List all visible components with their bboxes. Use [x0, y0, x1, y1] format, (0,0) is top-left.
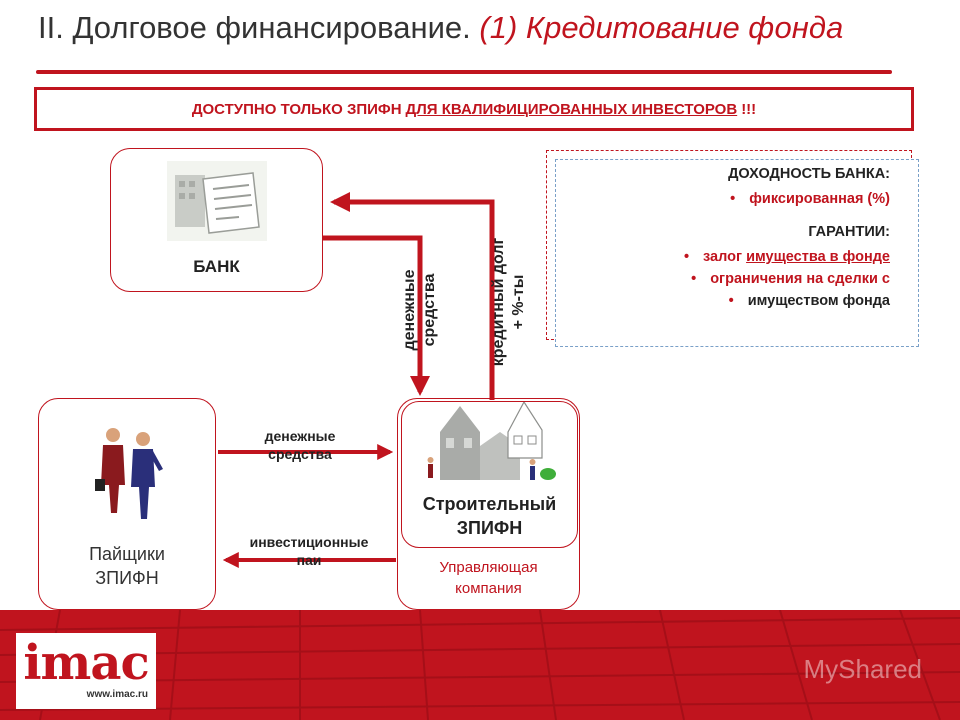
guarantee-item-1-prefix: залог	[703, 249, 747, 265]
guarantee-item-2-cont: имуществом фонда	[570, 290, 890, 312]
buildings-icon	[427, 402, 556, 480]
terms-text: ДОХОДНОСТЬ БАНКА: фиксированная (%) ГАРА…	[570, 166, 890, 312]
income-heading: ДОХОДНОСТЬ БАНКА:	[728, 166, 890, 182]
investors-to-fund-line2: средства	[268, 446, 332, 462]
fund-to-bank-line2: + %-ты	[510, 274, 527, 330]
arrow-bank-to-fund	[322, 235, 430, 396]
guarantee-item-2-line1: ограничения на сделки с	[710, 271, 890, 287]
management-label-line1: Управляющая	[439, 559, 538, 576]
logo-text: imac	[23, 635, 149, 691]
bank-to-fund-line2: средства	[421, 273, 438, 347]
management-label-line2: компания	[455, 580, 522, 597]
bank-document-icon	[167, 161, 267, 241]
fund-label-line2: ЗПИФН	[456, 518, 523, 538]
guarantee-item-1-underlined: имущества в фонде	[746, 249, 890, 265]
arrow-fund-to-bank	[330, 192, 495, 400]
fund-to-bank-label: кредитный долг + %-ты	[489, 217, 529, 387]
guarantee-heading: ГАРАНТИИ:	[808, 224, 890, 240]
fund-to-investors-line2: паи	[296, 552, 322, 568]
bank-to-fund-label: денежные средства	[400, 250, 440, 370]
bank-to-fund-line1: денежные	[401, 269, 418, 351]
watermark: MyShared	[804, 654, 923, 685]
title-accent: (1) Кредитование фонда	[479, 10, 844, 45]
investors-label: Пайщики ЗПИФН	[39, 542, 215, 590]
title-main: II. Долговое финансирование.	[38, 10, 471, 45]
investors-label-line1: Пайщики	[89, 544, 165, 564]
banner-underlined: ДЛЯ КВАЛИФИЦИРОВАННЫХ ИНВЕСТОРОВ	[405, 100, 738, 118]
bank-box: БАНК	[110, 148, 323, 292]
investors-to-fund-line1: денежные	[264, 428, 336, 444]
guarantee-item-1: залог имущества в фонде	[570, 246, 890, 268]
banner-part1: ДОСТУПНО ТОЛЬКО ЗПИФН	[191, 100, 402, 118]
footer-band: imac www.imac.ru MyShared	[0, 610, 960, 720]
construction-fund-box: Строительный ЗПИФН	[401, 401, 578, 548]
guarantee-item-2-line2: имуществом фонда	[747, 293, 890, 309]
fund-label: Строительный ЗПИФН	[400, 492, 579, 540]
fund-label-line1: Строительный	[422, 494, 557, 514]
title-underline	[36, 70, 892, 74]
investors-to-fund-label: денежные средства	[230, 427, 370, 463]
income-item: фиксированная (%)	[570, 188, 890, 210]
fund-to-bank-line1: кредитный долг	[490, 237, 507, 367]
investors-label-line2: ЗПИФН	[95, 568, 159, 588]
bank-label: БАНК	[193, 257, 240, 276]
banner-part2: !!!	[741, 100, 757, 118]
logo-url: www.imac.ru	[86, 689, 148, 700]
warning-banner: ДОСТУПНО ТОЛЬКО ЗПИФН ДЛЯ КВАЛИФИЦИРОВАН…	[34, 87, 914, 131]
fund-to-investors-line1: инвестиционные	[249, 534, 369, 550]
investors-people-icon	[95, 428, 163, 519]
fund-to-investors-label: инвестиционные паи	[224, 533, 394, 569]
investors-box: Пайщики ЗПИФН	[38, 398, 216, 610]
warning-banner-text: ДОСТУПНО ТОЛЬКО ЗПИФН ДЛЯ КВАЛИФИЦИРОВАН…	[37, 90, 911, 128]
management-label: Управляющая компания	[398, 557, 579, 599]
guarantee-item-2: ограничения на сделки с	[570, 268, 890, 290]
imac-logo[interactable]: imac www.imac.ru	[16, 633, 156, 709]
slide-title: II. Долговое финансирование. (1) Кредито…	[38, 8, 918, 48]
watermark-text: MyShared	[803, 654, 923, 684]
